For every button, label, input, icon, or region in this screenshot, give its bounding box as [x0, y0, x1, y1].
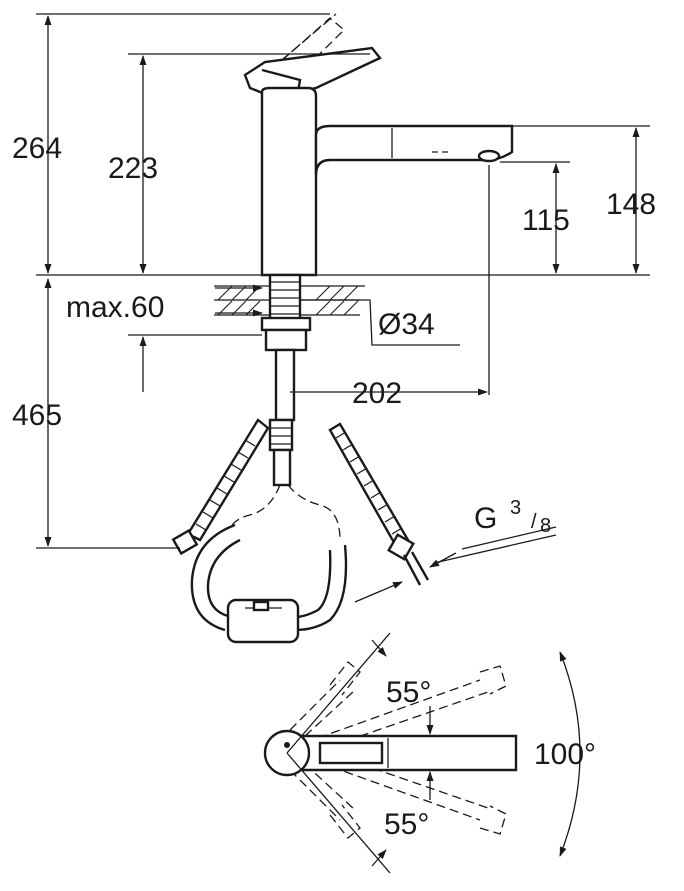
dim-thread-num: 3 — [510, 497, 521, 519]
hose-weight — [226, 598, 300, 644]
dim-thread-den: 8 — [540, 515, 551, 537]
dim-spout-height: 148 — [606, 188, 656, 221]
dim-projection: 202 — [352, 377, 402, 410]
pullout-hose-u-loop-inner — [206, 538, 332, 619]
lever-swivel-left — [289, 661, 361, 737]
hot-hose-fitting — [387, 533, 415, 561]
dim-height-to-lever: 223 — [108, 152, 158, 185]
faucet-spout — [314, 124, 514, 176]
dim-swivel-right: 55° — [384, 808, 429, 841]
top-view-lever — [318, 741, 384, 765]
faucet-top-view — [263, 632, 581, 874]
top-view-indicator — [284, 742, 290, 748]
pullout-hose-coupling — [268, 418, 294, 452]
swivel-centerline-right — [286, 752, 391, 874]
pullout-hose-loop — [229, 484, 341, 541]
lever-swivel-right — [289, 763, 361, 839]
mounting-plate — [264, 328, 308, 352]
mounting-nut — [260, 316, 312, 332]
pullout-hose-lower — [272, 448, 292, 487]
spout-outlet — [477, 149, 501, 163]
lever-handle — [243, 46, 382, 98]
hot-supply-hose — [328, 422, 410, 548]
pullout-hose-u-loop — [190, 523, 348, 632]
dim-spout-outlet-height: 115 — [522, 204, 570, 237]
swivel-centerline-left — [286, 632, 391, 754]
pullout-hose-upper — [274, 348, 296, 422]
dim-hose-length: 465 — [12, 399, 62, 432]
cold-supply-hose — [186, 418, 270, 542]
hose-weight-clip — [252, 600, 270, 612]
dim-thread-main: G — [474, 502, 497, 535]
faucet-side-view — [243, 13, 514, 277]
dim-max-deck-thickness: max.60 — [66, 291, 164, 324]
hot-hose-tail — [402, 551, 430, 586]
supply-hoses — [171, 348, 430, 644]
dim-thread-slash: / — [531, 511, 537, 533]
dim-swivel-left: 55° — [386, 676, 431, 709]
dim-total-height: 264 — [12, 132, 62, 165]
dimension-lines — [36, 13, 650, 603]
dim-hole-diameter: Ø34 — [378, 308, 435, 341]
faucet-body — [260, 86, 318, 277]
dim-swivel-total: 100° — [534, 738, 596, 771]
